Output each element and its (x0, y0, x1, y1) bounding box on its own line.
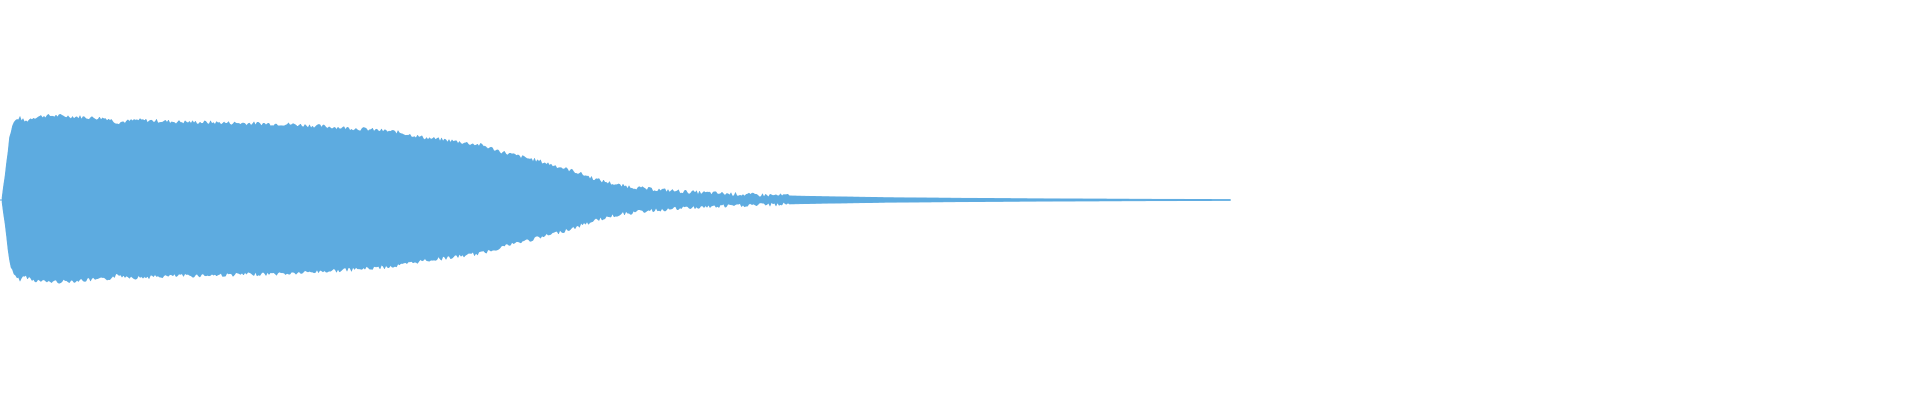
audio-waveform (1, 113, 1231, 284)
